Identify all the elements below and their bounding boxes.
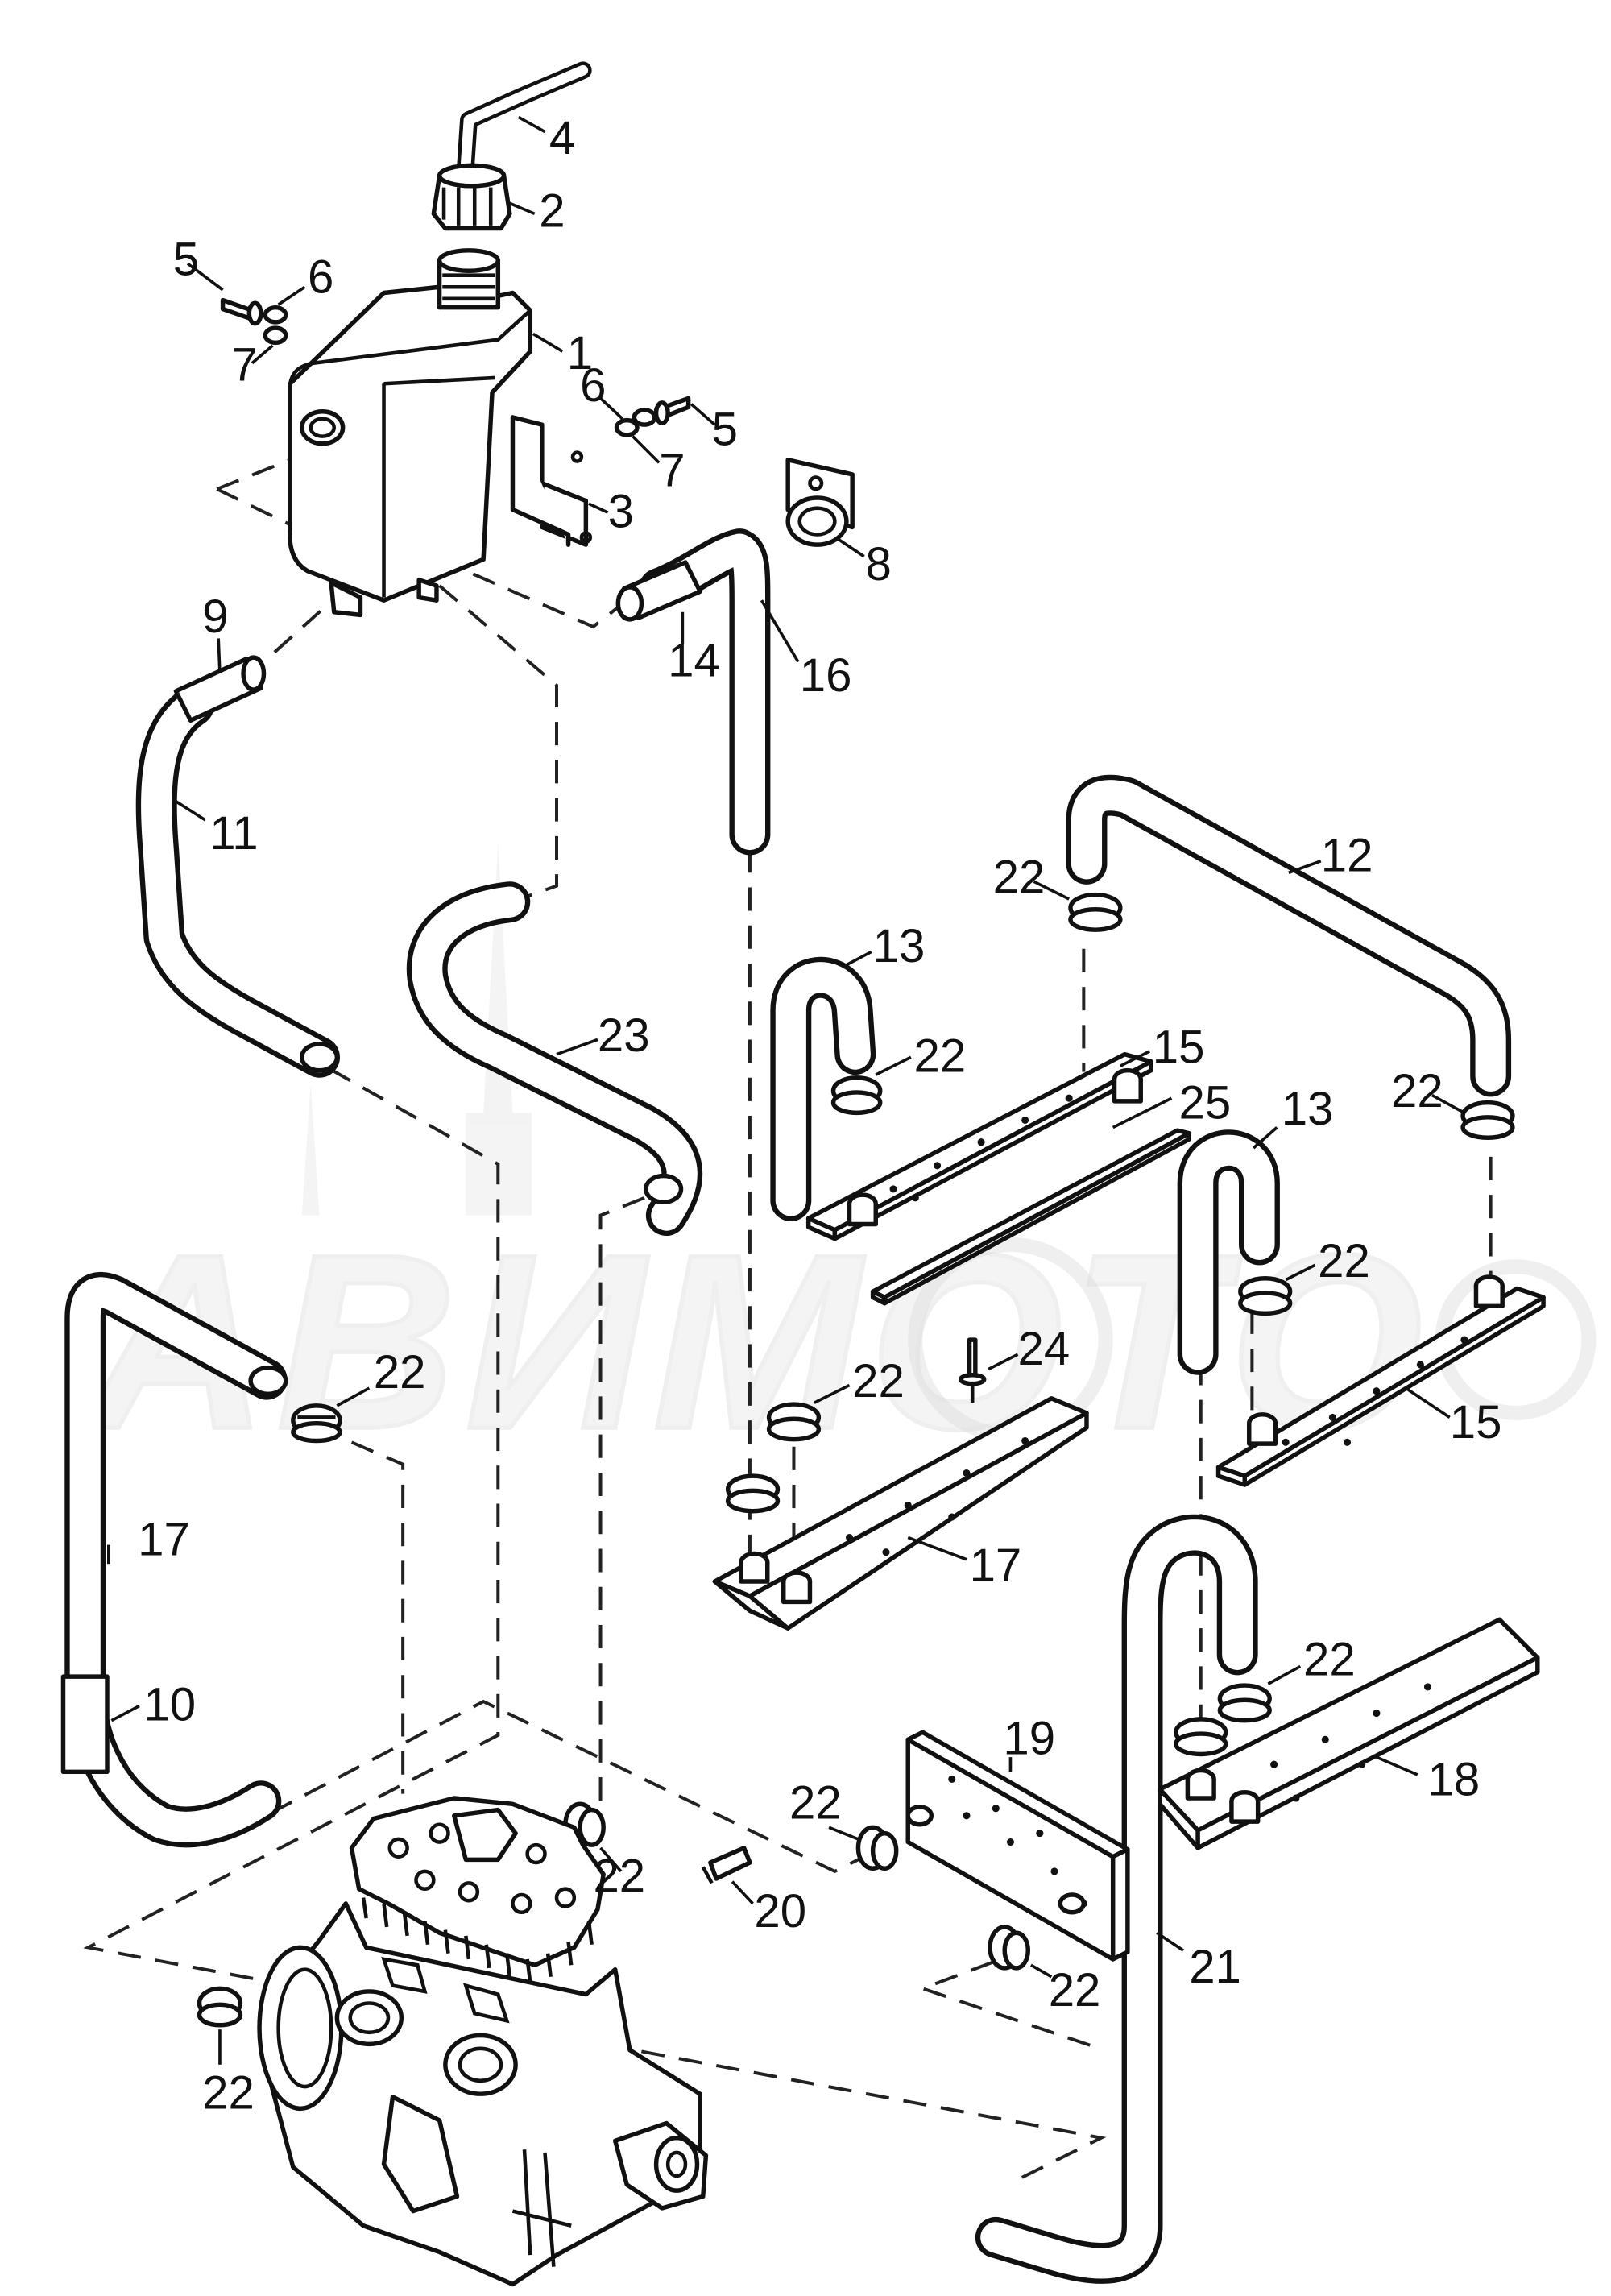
clamp-icon	[291, 1403, 342, 1444]
callout-2: 2	[539, 185, 565, 238]
clamp-icon	[1068, 892, 1123, 932]
part-15-plate-right	[1215, 1274, 1546, 1487]
part-19-heat-exchanger	[905, 1730, 1130, 1962]
callout-10: 10	[143, 1679, 196, 1731]
engine-flywheel-cover	[257, 1945, 344, 2112]
callout-19: 19	[1003, 1712, 1055, 1764]
callout-20: 20	[754, 1885, 806, 1938]
callout-13b: 13	[1282, 1083, 1334, 1135]
callout-5b: 5	[712, 404, 738, 456]
part-10-coupler	[60, 1674, 110, 1775]
engine-pto-shaft	[612, 2120, 709, 2211]
part-12-hose	[1066, 774, 1512, 1097]
callout-5a: 5	[173, 234, 199, 286]
callout-22g: 22	[1303, 1633, 1356, 1685]
watermark-text: АВИМОТО	[81, 1203, 1431, 1481]
callout-24: 24	[1018, 1323, 1071, 1375]
callout-18: 17	[138, 1513, 190, 1565]
engine-exhaust-ports	[334, 1989, 518, 2096]
callout-21: 21	[1189, 1941, 1241, 1993]
callout-22a: 22	[993, 852, 1046, 904]
engine-block	[257, 1796, 709, 2287]
clamp-icon	[766, 1402, 822, 1442]
clamp-icon	[988, 1925, 1031, 1971]
callout-22j: 22	[1049, 1964, 1101, 2016]
callout-22k: 22	[202, 2066, 255, 2119]
clamp-icon	[197, 1986, 243, 2028]
callout-12: 12	[1321, 829, 1373, 881]
callout-22i: 22	[593, 1850, 645, 1902]
clamp-icon	[1174, 1717, 1228, 1757]
clamp-icon	[725, 1473, 781, 1514]
part-3-bracket	[510, 415, 593, 547]
callout-22b: 22	[914, 1030, 967, 1082]
callout-13a: 13	[873, 920, 926, 972]
clamp-icon	[1217, 1683, 1272, 1723]
callout-6a: 6	[308, 251, 333, 304]
part-15-plate-upper	[806, 1051, 1153, 1241]
callout-23: 23	[598, 1009, 650, 1062]
callouts: 4 2 5 6 7 1 6 5 7 3 8 9 14 16 11 12 22 1…	[107, 112, 1502, 2119]
callout-4: 4	[549, 112, 575, 164]
fasteners-left	[220, 297, 288, 346]
clamps-22	[197, 892, 1515, 2028]
callout-17a: 17	[970, 1540, 1022, 1592]
clamp-icon	[1460, 1100, 1515, 1141]
part-11-hose	[135, 685, 341, 1078]
callout-15b: 15	[1450, 1396, 1502, 1448]
callout-14: 14	[668, 635, 720, 687]
part-18-hose	[64, 1272, 288, 1848]
callout-3: 3	[608, 485, 634, 537]
callout-6b: 6	[580, 359, 606, 412]
callout-9: 9	[202, 591, 228, 643]
callout-8: 8	[866, 538, 892, 591]
callout-17b: 18	[1427, 1753, 1480, 1805]
clamp-icon	[1238, 1276, 1293, 1316]
part-21-hose	[975, 1514, 1258, 2284]
part-9-fitting	[173, 655, 267, 723]
hose-ends	[248, 1042, 684, 1397]
callout-22f: 22	[852, 1355, 905, 1407]
part-24-rivet	[958, 1337, 987, 1403]
hoses	[64, 61, 1512, 2284]
callout-7b: 7	[659, 444, 685, 496]
part-2-cap	[431, 163, 512, 231]
part-4-vent-tube	[457, 61, 592, 173]
part-20-sensor	[701, 1846, 752, 1884]
clamp-icon	[855, 1825, 899, 1871]
callout-25: 25	[1178, 1077, 1231, 1129]
part-25-gasket	[870, 1128, 1191, 1306]
part-1-reservoir-tank	[288, 248, 533, 618]
part-17-plate-right	[1158, 1617, 1540, 1850]
fasteners-right	[614, 396, 691, 437]
part-8-clamp	[785, 458, 855, 547]
part-13-hose-right	[1177, 1129, 1280, 1375]
clamp-icon	[830, 1075, 883, 1116]
callout-22c: 22	[1391, 1065, 1443, 1117]
part-17-plate-left	[712, 1396, 1089, 1631]
part-14-fitting	[615, 560, 702, 622]
callout-22e: 22	[374, 1346, 426, 1399]
callout-11: 11	[209, 807, 258, 860]
callout-16: 16	[800, 649, 852, 702]
part-23-hose	[406, 881, 703, 1237]
callout-1: 1	[567, 327, 593, 379]
part-13-hose-left	[770, 956, 876, 1221]
callout-22h: 22	[789, 1776, 842, 1829]
callout-7a: 7	[232, 339, 258, 392]
callout-22d: 22	[1318, 1235, 1370, 1287]
callout-15a: 15	[1153, 1022, 1205, 1074]
